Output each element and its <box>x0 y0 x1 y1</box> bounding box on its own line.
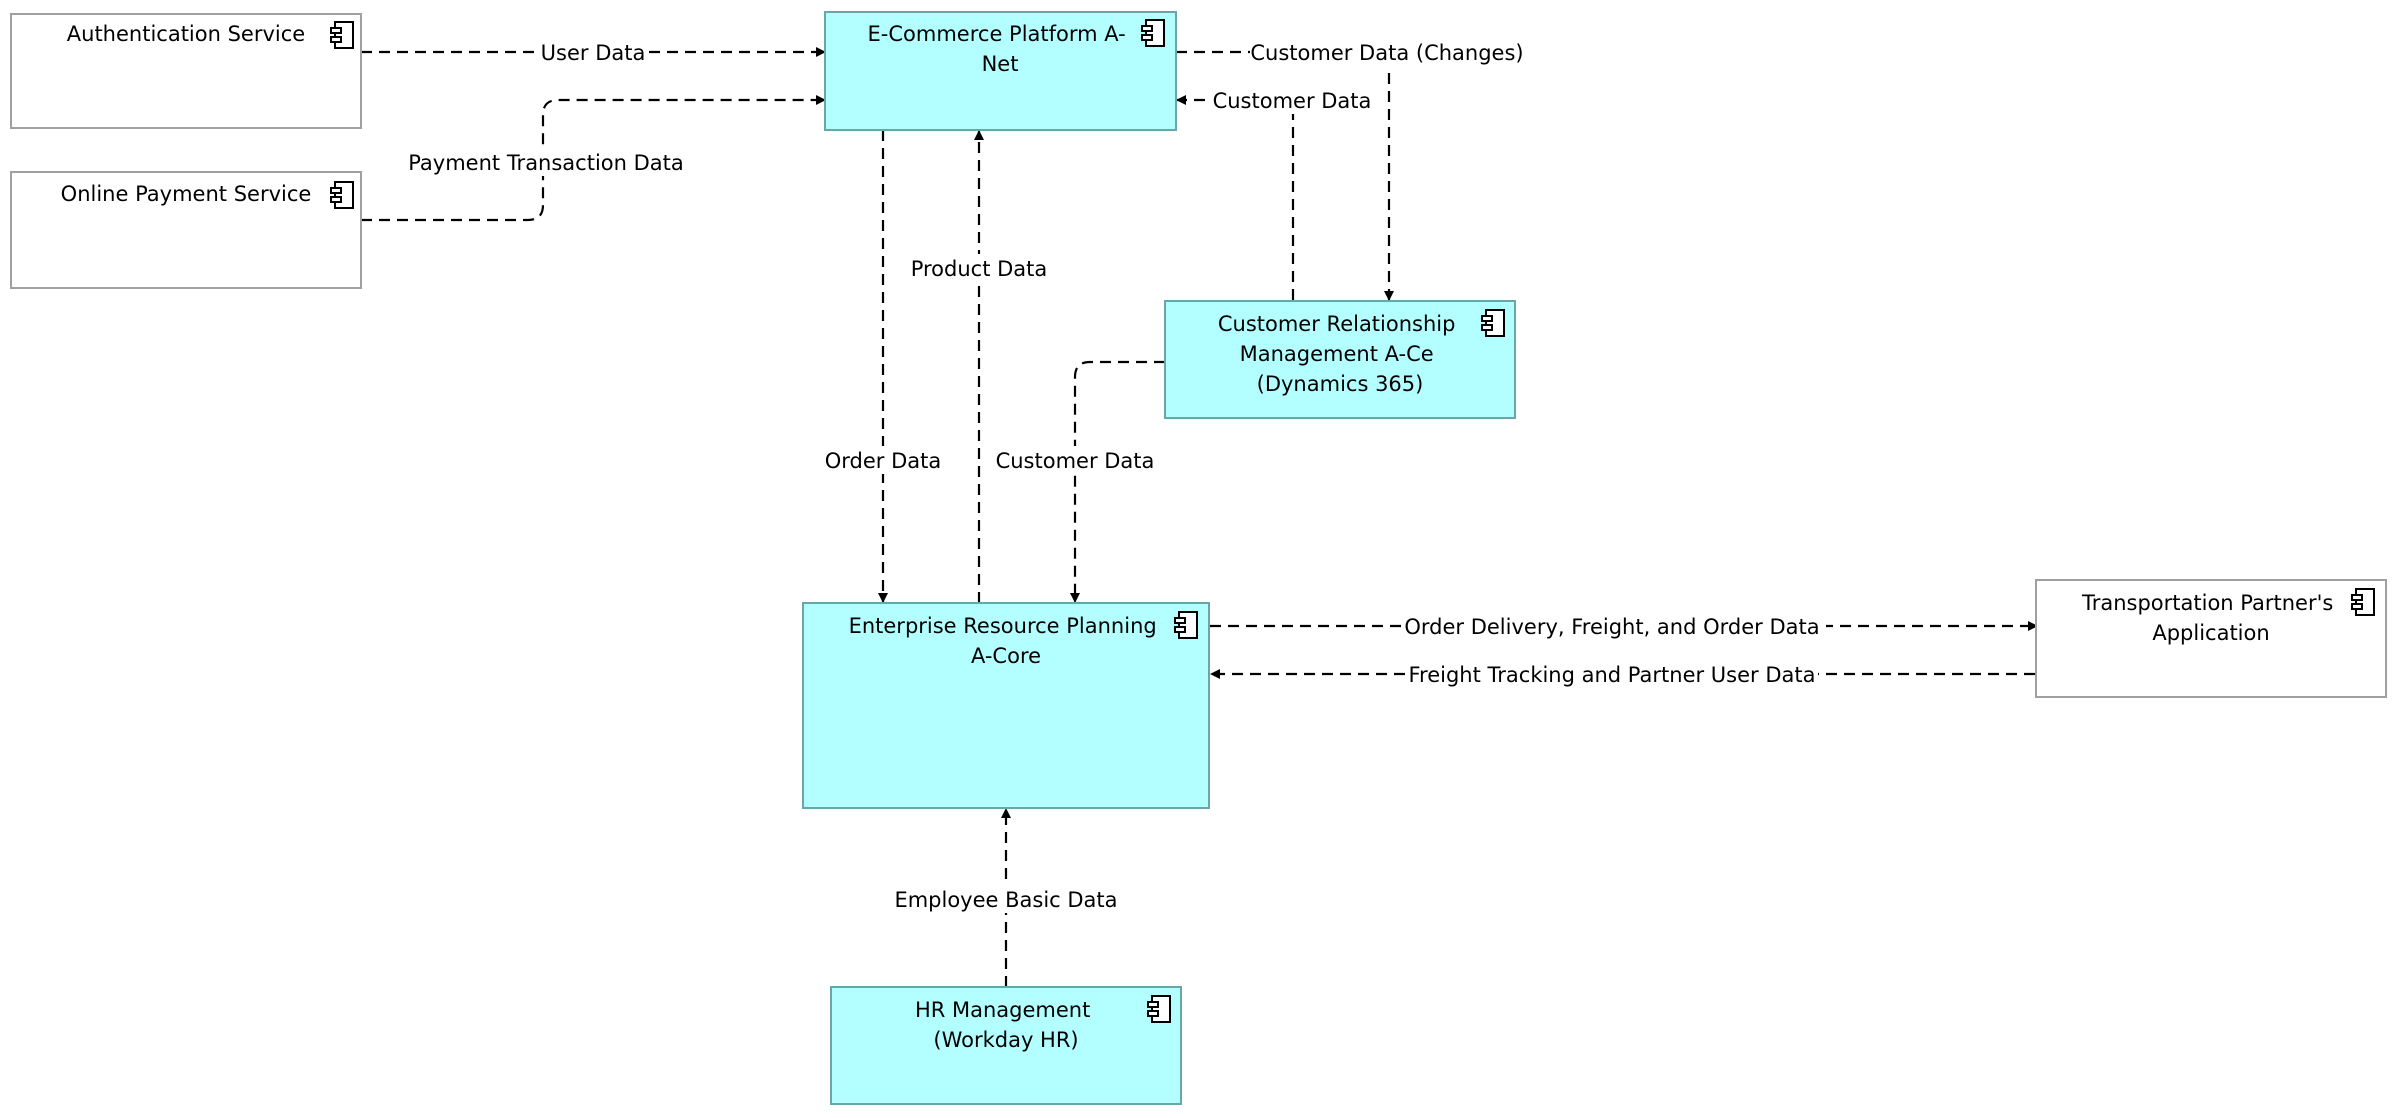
nodes: Authentication Service Online Payment Se… <box>10 11 2387 1105</box>
edge-label-order-delivery-freight: Order Delivery, Freight, and Order Data <box>1404 615 1819 639</box>
component-icon <box>1481 309 1505 337</box>
edge-product-data[interactable]: Product Data <box>906 130 1052 603</box>
edge-customer-data-to-erp[interactable]: Customer Data <box>992 360 1165 603</box>
node-transportation-partner[interactable]: Transportation Partner's Application <box>2035 579 2387 698</box>
edge-label-order-data: Order Data <box>825 449 942 473</box>
node-label: Transportation Partner's Application <box>2081 591 2340 645</box>
edge-label-freight-tracking: Freight Tracking and Partner User Data <box>1409 663 1816 687</box>
edge-order-delivery-freight[interactable]: Order Delivery, Freight, and Order Data <box>1210 612 2038 640</box>
edge-user-data[interactable]: User Data <box>361 38 826 66</box>
edge-customer-data-to-ecommerce[interactable]: Customer Data <box>1176 86 1376 300</box>
edge-customer-data-changes[interactable]: Customer Data (Changes) <box>1176 38 1524 301</box>
node-label: Authentication Service <box>67 22 305 46</box>
edge-label-product-data: Product Data <box>911 257 1048 281</box>
edge-label-employee-basic-data: Employee Basic Data <box>894 888 1117 912</box>
node-label: E-Commerce Platform A- Net <box>868 22 1133 76</box>
edge-label-customer-data-to-erp: Customer Data <box>996 449 1155 473</box>
component-icon <box>1174 611 1198 639</box>
component-icon <box>330 21 354 49</box>
component-icon <box>2351 588 2375 616</box>
node-authentication-service[interactable]: Authentication Service <box>10 13 362 129</box>
edge-employee-basic-data[interactable]: Employee Basic Data <box>893 808 1119 987</box>
edge-order-data[interactable]: Order Data <box>822 130 944 603</box>
edge-label-user-data: User Data <box>541 41 646 65</box>
edge-freight-tracking[interactable]: Freight Tracking and Partner User Data <box>1210 660 2035 688</box>
node-label: Enterprise Resource Planning A-Core <box>849 614 1164 668</box>
component-icon <box>1141 19 1165 47</box>
edge-payment-transaction-data[interactable]: Payment Transaction Data <box>361 95 826 222</box>
node-label: Customer Relationship Management A-Ce (D… <box>1218 312 1462 396</box>
component-icon <box>330 181 354 209</box>
edge-label-customer-data-to-ecommerce: Customer Data <box>1213 89 1372 113</box>
node-hr-management[interactable]: HR Management (Workday HR) <box>830 986 1182 1105</box>
node-ecommerce-platform[interactable]: E-Commerce Platform A- Net <box>824 11 1177 131</box>
component-icon <box>1147 995 1171 1023</box>
edge-label-payment-transaction-data: Payment Transaction Data <box>408 151 684 175</box>
node-erp[interactable]: Enterprise Resource Planning A-Core <box>802 602 1210 809</box>
node-label: HR Management (Workday HR) <box>915 998 1097 1052</box>
node-crm[interactable]: Customer Relationship Management A-Ce (D… <box>1164 300 1516 419</box>
edge-label-customer-data-changes: Customer Data (Changes) <box>1250 41 1523 65</box>
node-online-payment-service[interactable]: Online Payment Service <box>10 171 362 289</box>
edges: User Data Payment Transaction Data Custo… <box>361 38 2038 987</box>
node-label: Online Payment Service <box>61 182 312 206</box>
